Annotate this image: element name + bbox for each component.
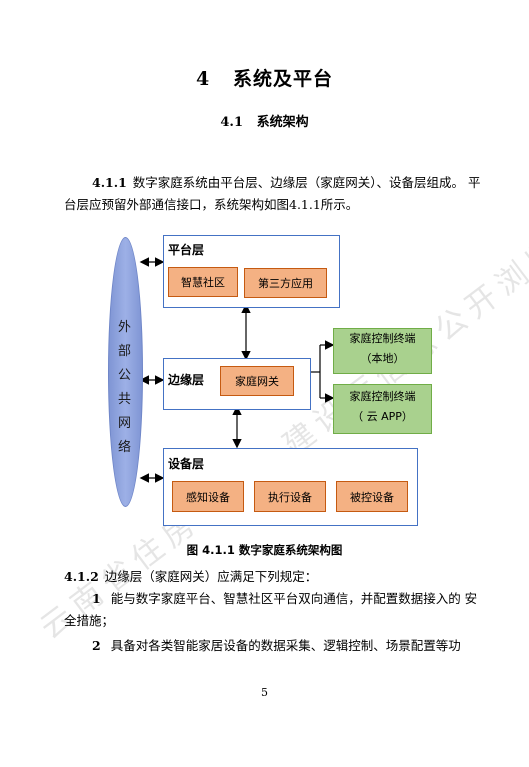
chapter-name: 系统及平台 <box>233 68 334 90</box>
clause-text: 边缘层（家庭网关）应满足下列规定： <box>104 569 318 584</box>
section-number: 4.1 <box>220 115 244 130</box>
device-layer-label: 设备层 <box>168 457 205 471</box>
clause-4-1-1-line2: 台层应预留外部通信接口，系统架构如图4.1.1所示。 <box>64 197 359 212</box>
external-network-label: 外 部 公 共 网 络 <box>117 320 131 455</box>
list-item-text: 具备对各类智能家居设备的数据采集、逻辑控制、场景配置等功 <box>110 638 461 653</box>
terminal-cloud-box: 家庭控制终端 （ 云 APP） <box>333 384 432 434</box>
list-item-1-line2: 全措施； <box>64 613 115 628</box>
section-title: 4.1 系统架构 <box>0 111 529 130</box>
clause-number: 4.1.2 <box>64 569 99 584</box>
section-name: 系统架构 <box>256 115 309 130</box>
sensing-device-box: 感知设备 <box>172 481 244 512</box>
list-item-1-line1: 1 能与数字家庭平台、智慧社区平台双向通信，并配置数据接入的 安 <box>92 588 477 610</box>
external-network-ellipse <box>108 237 143 507</box>
execution-device-box: 执行设备 <box>254 481 326 512</box>
terminal-local-box: 家庭控制终端 （本地） <box>333 328 432 374</box>
list-item-number: 2 <box>92 638 101 653</box>
edge-layer-label: 边缘层 <box>168 373 205 387</box>
chapter-title: 4 系统及平台 <box>0 64 529 91</box>
clause-4-1-2: 4.1.2 边缘层（家庭网关）应满足下列规定： <box>64 566 317 588</box>
clause-4-1-1-line1: 4.1.1 数字家庭系统由平台层、边缘层（家庭网关）、设备层组成。 平 <box>92 172 481 194</box>
page-number: 5 <box>261 686 268 699</box>
controlled-device-box: 被控设备 <box>336 481 408 512</box>
smart-community-box: 智慧社区 <box>168 267 238 297</box>
home-gateway-box: 家庭网关 <box>220 366 294 396</box>
list-item-text: 能与数字家庭平台、智慧社区平台双向通信，并配置数据接入的 安 <box>110 591 478 606</box>
chapter-number: 4 <box>195 68 211 90</box>
third-party-app-box: 第三方应用 <box>244 268 327 298</box>
diagram-connectors <box>139 257 335 483</box>
clause-number: 4.1.1 <box>92 175 127 190</box>
platform-layer-label: 平台层 <box>168 243 205 257</box>
list-item-2-line1: 2 具备对各类智能家居设备的数据采集、逻辑控制、场景配置等功 <box>92 635 461 657</box>
clause-text: 数字家庭系统由平台层、边缘层（家庭网关）、设备层组成。 平 <box>132 175 481 190</box>
figure-caption: 图 4.1.1 数字家庭系统架构图 <box>186 543 343 557</box>
list-item-number: 1 <box>92 591 101 606</box>
